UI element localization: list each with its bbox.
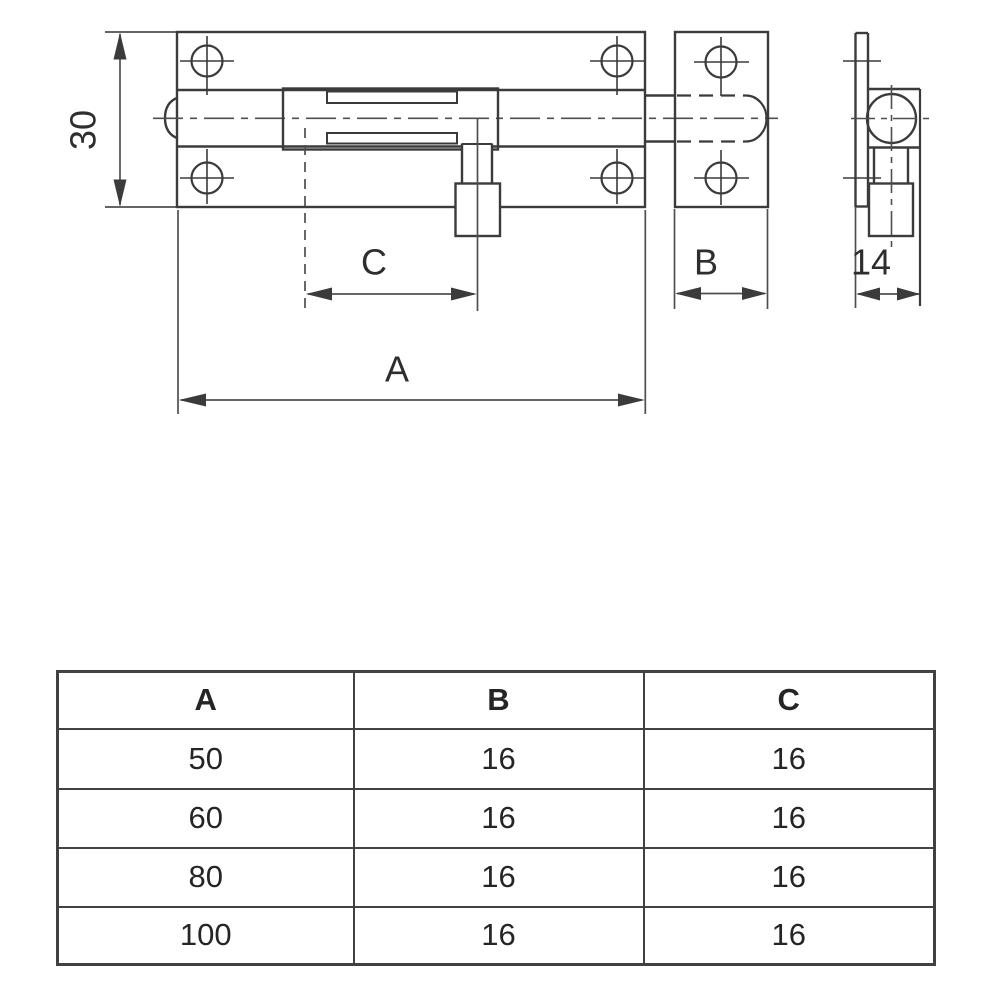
keeper-view bbox=[645, 30, 770, 209]
sleeve-tab-top bbox=[326, 90, 458, 104]
screw-hole-bottom-right bbox=[590, 149, 644, 204]
bolt-rod-tip bbox=[745, 94, 768, 143]
table-cell-a: 60 bbox=[56, 787, 355, 849]
table-cell-b: 16 bbox=[352, 846, 645, 908]
sleeve-tab-bottom bbox=[326, 132, 458, 145]
dim-label-b: B bbox=[694, 242, 718, 283]
dimension-a bbox=[177, 210, 647, 414]
technical-drawing: 30 A C B 14 bbox=[63, 30, 931, 414]
table-cell-a: 80 bbox=[56, 846, 355, 908]
side-view bbox=[843, 31, 931, 306]
keeper-screw-hole-top bbox=[694, 37, 749, 96]
table-row: 50 16 16 bbox=[56, 727, 936, 790]
dimensions bbox=[113, 32, 921, 414]
dimension-14 bbox=[854, 207, 921, 308]
dim-label-c: C bbox=[361, 242, 387, 283]
table-cell-c: 16 bbox=[642, 727, 936, 790]
dim-label-14: 14 bbox=[851, 242, 891, 283]
table-cell-b: 16 bbox=[352, 727, 645, 790]
dimension-b bbox=[673, 209, 769, 309]
table-header-c: C bbox=[642, 670, 936, 730]
screw-hole-top-right bbox=[590, 36, 644, 95]
size-table: A B C 50 16 16 60 16 16 80 16 16 bbox=[56, 670, 936, 966]
slider-sleeve bbox=[281, 87, 500, 151]
size-table-container: A B C 50 16 16 60 16 16 80 16 16 bbox=[56, 670, 936, 966]
screw-hole-bottom-left bbox=[180, 149, 234, 204]
dim-label-a: A bbox=[385, 349, 409, 390]
front-view bbox=[105, 30, 778, 238]
table-cell-c: 16 bbox=[642, 846, 936, 908]
screw-hole-top-left bbox=[180, 36, 234, 95]
table-cell-a: 100 bbox=[56, 905, 355, 966]
dimension-c bbox=[304, 119, 479, 312]
dim-label-30: 30 bbox=[63, 110, 104, 150]
keeper-screw-hole-bottom bbox=[694, 150, 749, 205]
dimension-30 bbox=[113, 32, 127, 207]
table-header-a: A bbox=[56, 670, 355, 730]
front-plate bbox=[175, 30, 647, 209]
table-row: 100 16 16 bbox=[56, 905, 936, 966]
table-cell-c: 16 bbox=[642, 905, 936, 966]
keeper-plate bbox=[673, 30, 770, 209]
table-header-b: B bbox=[352, 670, 645, 730]
table-cell-c: 16 bbox=[642, 787, 936, 849]
table-cell-b: 16 bbox=[352, 905, 645, 966]
table-cell-b: 16 bbox=[352, 787, 645, 849]
table-header-row: A B C bbox=[56, 670, 936, 730]
table-cell-a: 50 bbox=[56, 727, 355, 790]
table-row: 60 16 16 bbox=[56, 787, 936, 849]
table-row: 80 16 16 bbox=[56, 846, 936, 908]
